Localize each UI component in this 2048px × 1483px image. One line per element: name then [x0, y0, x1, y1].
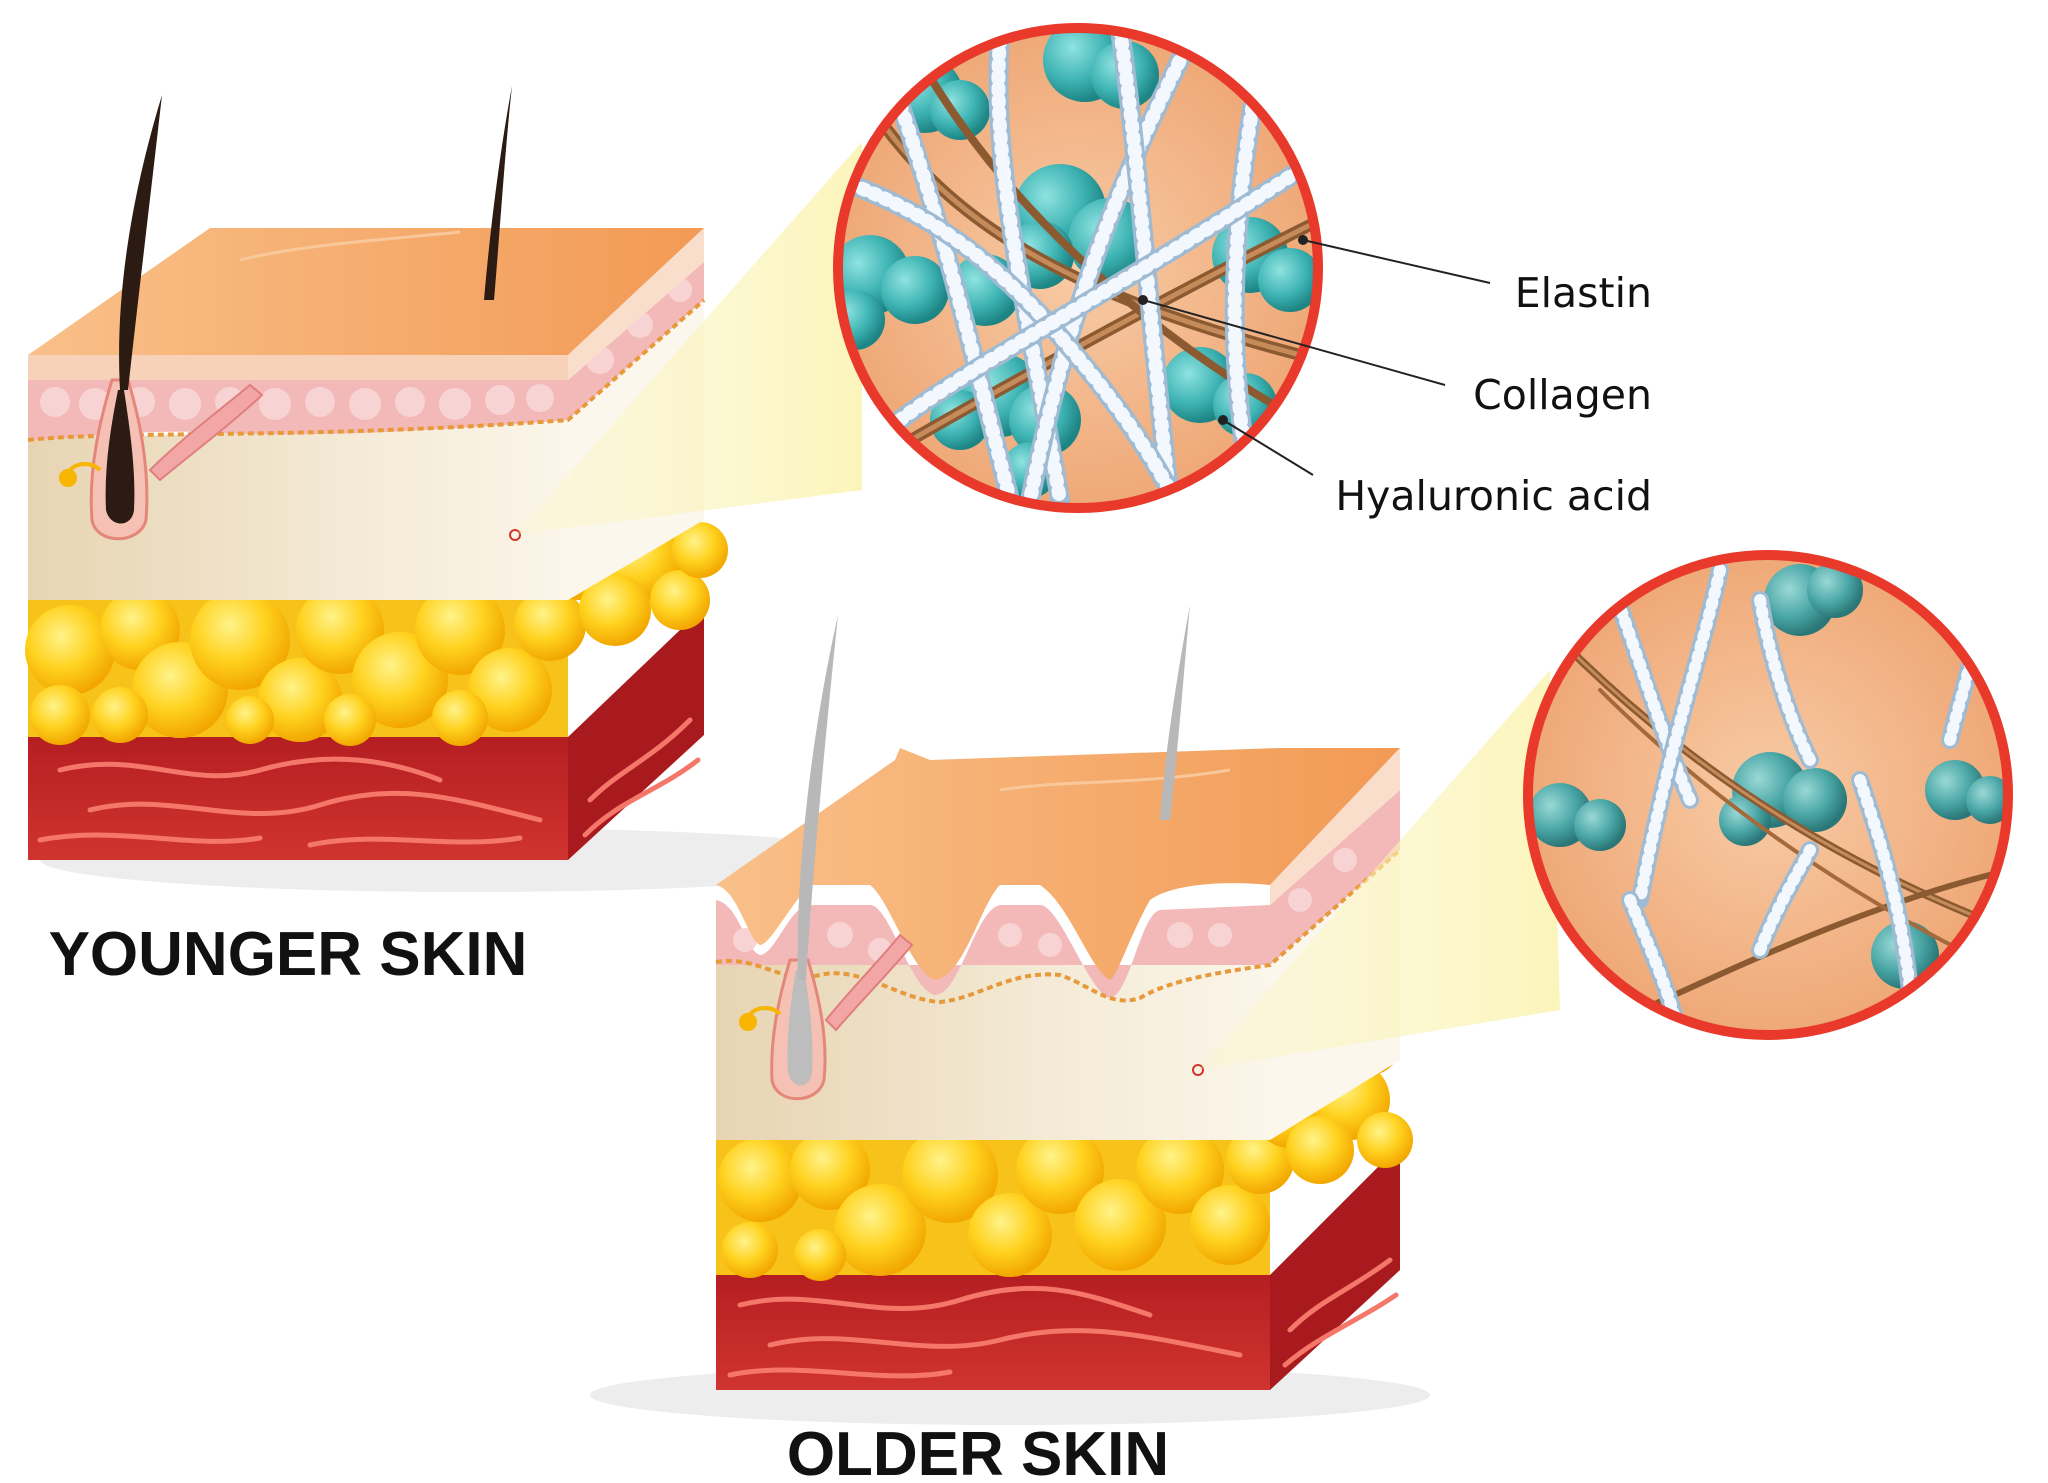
hyaluronic-acid-label: Hyaluronic acid [1335, 472, 1652, 520]
older-skin-block [590, 605, 1430, 1425]
hyaluronic-leader [1222, 419, 1314, 476]
old-skin-magnifier [1523, 550, 2013, 1040]
older-epidermis-side [1270, 748, 1400, 905]
older-papillary-bumps [733, 848, 1357, 962]
elastin-leader [1302, 239, 1491, 284]
older-hair-follicle [739, 933, 914, 1101]
younger-hair-2 [484, 86, 512, 300]
collagen-leader [1142, 299, 1446, 386]
older-epidermis-top [716, 748, 1400, 980]
younger-muscle-side [568, 607, 704, 860]
younger-epidermis-top [28, 228, 704, 355]
younger-epidermis-front [28, 355, 568, 380]
young-collagen-chains [838, 28, 1310, 508]
younger-skin-caption: YOUNGER SKIN [49, 920, 528, 989]
younger-basement-line [27, 298, 706, 442]
old-hyaluronic-clusters [1528, 562, 2008, 989]
younger-epidermis-side [568, 228, 704, 380]
older-hair-2 [1160, 605, 1190, 820]
older-muscle-side [1270, 1145, 1400, 1390]
young-magnifier-ring [833, 23, 1323, 513]
top-magnifier-cone [515, 142, 862, 535]
bottom-magnifier-cone [1198, 670, 1560, 1070]
younger-skin-block [25, 86, 900, 892]
older-muscle-streaks [727, 1257, 1399, 1379]
older-hair-1 [797, 615, 838, 980]
callout-leaders [1138, 235, 1491, 476]
young-skin-magnifier [833, 23, 1323, 513]
old-magnifier-ring [1523, 550, 2013, 1040]
older-skin-caption: OLDER SKIN [787, 1420, 1169, 1483]
collagen-label: Collagen [1473, 371, 1652, 419]
younger-muscle-streaks [37, 717, 701, 848]
younger-hair-follicle [59, 378, 264, 541]
elastin-label: Elastin [1515, 269, 1652, 317]
younger-hair-1 [119, 95, 162, 390]
